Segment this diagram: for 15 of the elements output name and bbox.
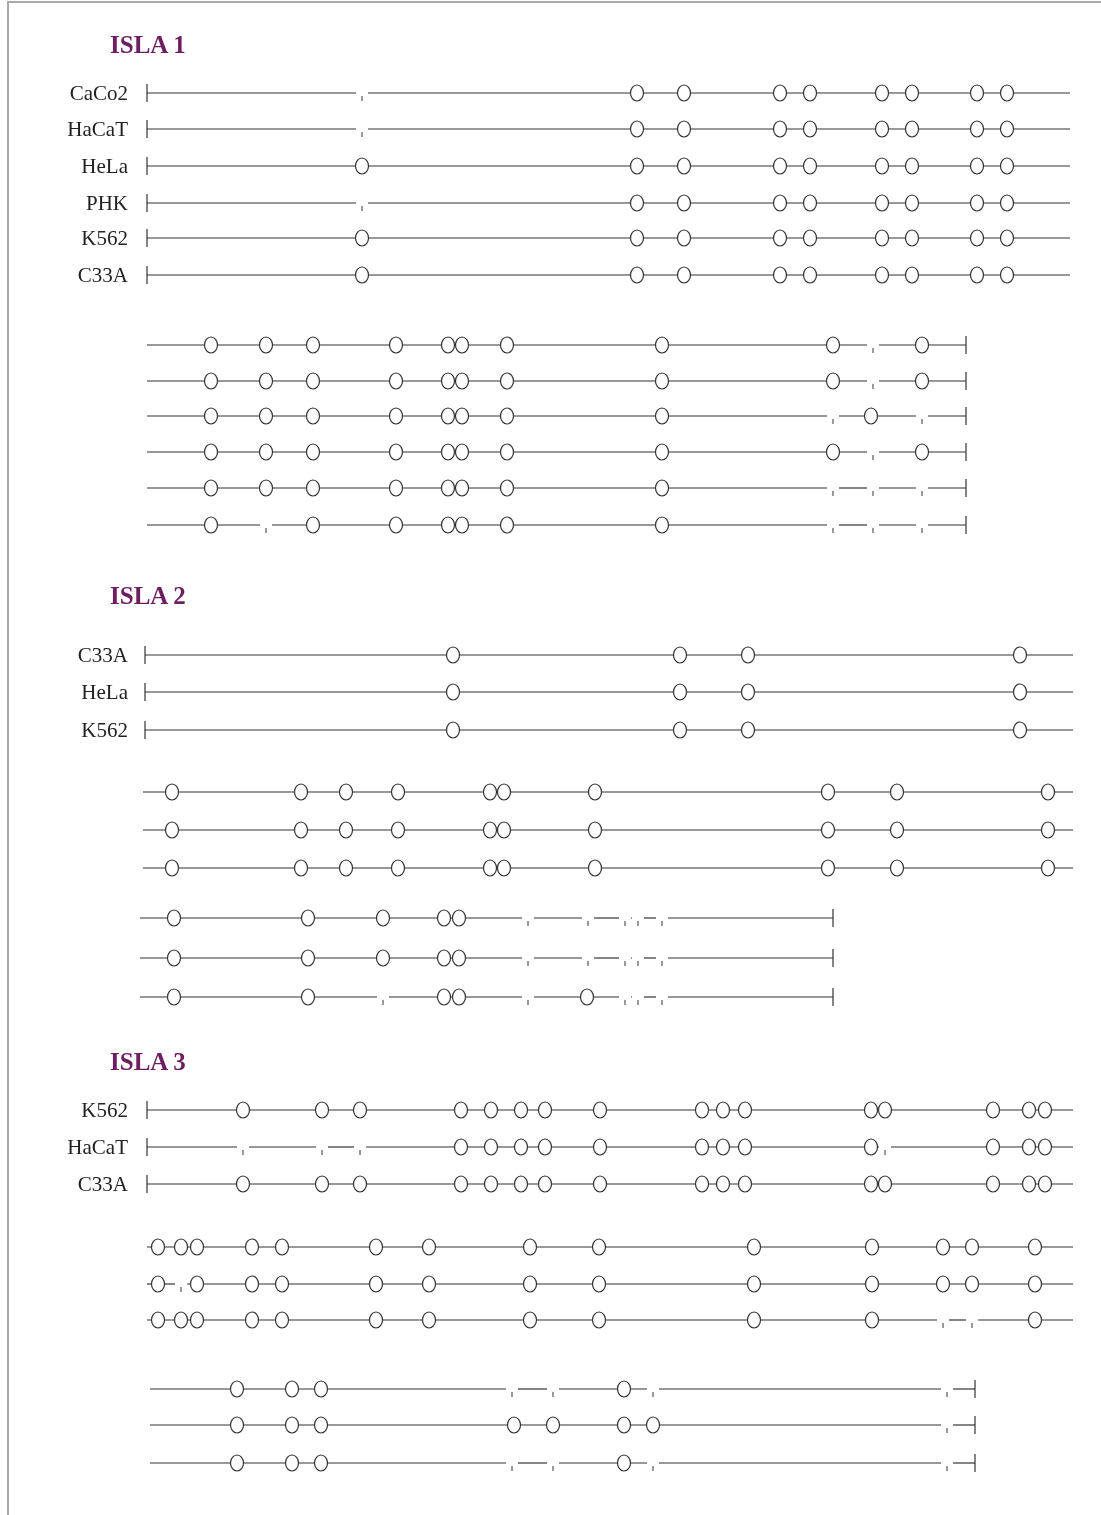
cell-line-label: HeLa	[81, 682, 128, 703]
section-heading: ISLA 3	[110, 1049, 186, 1074]
cell-line-label: C33A	[77, 1174, 128, 1195]
cell-line-label: C33A	[77, 265, 128, 286]
cell-line-label: C33A	[77, 645, 128, 666]
cell-line-label: HaCaT	[67, 1137, 128, 1158]
cell-line-label: K562	[81, 1100, 128, 1121]
cell-line-label: PHK	[86, 193, 128, 214]
cell-line-label: K562	[81, 228, 128, 249]
section-heading: ISLA 1	[110, 32, 186, 57]
cell-line-label: HeLa	[81, 156, 128, 177]
cell-line-label: K562	[81, 720, 128, 741]
cell-line-label: HaCaT	[67, 119, 128, 140]
section-heading: ISLA 2	[110, 583, 186, 608]
cell-line-label: CaCo2	[69, 83, 128, 104]
